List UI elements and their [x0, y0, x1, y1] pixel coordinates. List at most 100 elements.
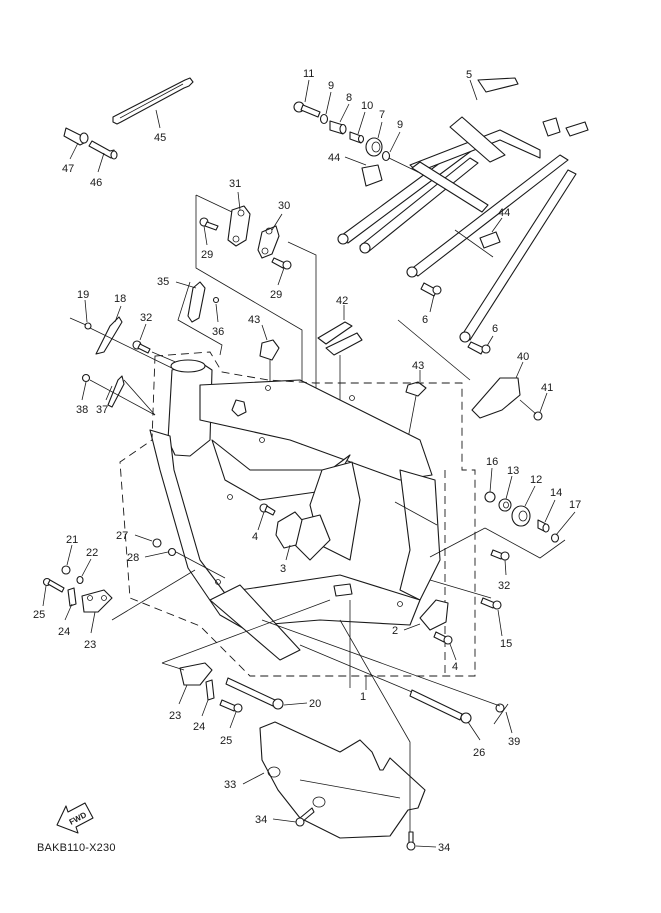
bolt-part-6a[interactable] — [420, 282, 442, 297]
adjuster-part-47[interactable] — [63, 127, 89, 146]
callout-43[interactable]: 43 — [248, 314, 260, 326]
bolt-part-6b[interactable] — [467, 341, 491, 355]
washer-part-17[interactable] — [550, 533, 560, 543]
callout-32[interactable]: 32 — [498, 580, 510, 592]
bolt-part-39[interactable] — [493, 703, 509, 725]
nut-part-21[interactable] — [61, 565, 71, 575]
callout-38[interactable]: 38 — [76, 404, 88, 416]
callout-2[interactable]: 2 — [392, 625, 398, 637]
bracket-part-23b[interactable] — [179, 662, 213, 686]
callout-25[interactable]: 25 — [33, 609, 45, 621]
clamp-part-18[interactable] — [95, 316, 123, 355]
callout-18[interactable]: 18 — [114, 293, 126, 305]
bolt-part-25b[interactable] — [219, 699, 243, 713]
cover-part-43a[interactable] — [259, 339, 280, 361]
callout-6[interactable]: 6 — [422, 314, 428, 326]
callout-40[interactable]: 40 — [517, 351, 529, 363]
rear-subframe-part-5[interactable] — [337, 77, 589, 343]
callout-20[interactable]: 20 — [309, 698, 321, 710]
callout-22[interactable]: 22 — [86, 547, 98, 559]
bolt-part-46[interactable] — [88, 140, 118, 160]
callout-19[interactable]: 19 — [77, 289, 89, 301]
bracket-part-31[interactable] — [227, 205, 251, 247]
callout-4[interactable]: 4 — [252, 531, 258, 543]
collar-part-8[interactable] — [329, 120, 347, 135]
clamp-part-44a[interactable] — [361, 164, 383, 187]
callout-7[interactable]: 7 — [379, 109, 385, 121]
guide-part-35[interactable] — [187, 281, 206, 323]
callout-15[interactable]: 15 — [500, 638, 512, 650]
bolt-part-26[interactable] — [409, 689, 472, 724]
callout-34[interactable]: 34 — [255, 814, 267, 826]
callout-29[interactable]: 29 — [201, 249, 213, 261]
callout-46[interactable]: 46 — [90, 177, 102, 189]
engine-mount-part-3[interactable] — [275, 511, 303, 549]
collar-part-10[interactable] — [349, 131, 365, 144]
callout-23[interactable]: 23 — [169, 710, 181, 722]
callout-29[interactable]: 29 — [270, 289, 282, 301]
cover-part-43b[interactable] — [405, 381, 427, 397]
callout-34[interactable]: 34 — [438, 842, 450, 854]
callout-8[interactable]: 8 — [346, 92, 352, 104]
callout-17[interactable]: 17 — [569, 499, 581, 511]
nut-part-16[interactable] — [484, 491, 496, 503]
callout-30[interactable]: 30 — [278, 200, 290, 212]
callout-21[interactable]: 21 — [66, 534, 78, 546]
clip-part-19[interactable] — [69, 317, 92, 330]
callout-32[interactable]: 32 — [140, 312, 152, 324]
callout-26[interactable]: 26 — [473, 747, 485, 759]
callout-4[interactable]: 4 — [452, 661, 458, 673]
bolt-part-32a[interactable] — [132, 340, 151, 354]
callout-6[interactable]: 6 — [492, 323, 498, 335]
washer-part-9b[interactable] — [381, 150, 391, 162]
callout-35[interactable]: 35 — [157, 276, 169, 288]
collar-part-14[interactable] — [537, 519, 550, 533]
bushing-part-12[interactable] — [511, 505, 531, 527]
callout-42[interactable]: 42 — [336, 295, 348, 307]
callout-1[interactable]: 1 — [360, 691, 366, 703]
bracket-part-37[interactable] — [107, 375, 125, 408]
bolt-part-11[interactable] — [293, 101, 321, 118]
bolt-part-4a[interactable] — [259, 503, 276, 516]
callout-39[interactable]: 39 — [508, 736, 520, 748]
engine-mount-part-2[interactable] — [419, 599, 449, 631]
bolt-part-34b[interactable] — [406, 831, 416, 851]
screw-part-36[interactable] — [212, 296, 220, 304]
callout-47[interactable]: 47 — [62, 163, 74, 175]
callout-25[interactable]: 25 — [220, 735, 232, 747]
callout-5[interactable]: 5 — [466, 69, 472, 81]
cover-part-40[interactable] — [471, 377, 521, 419]
callout-10[interactable]: 10 — [361, 100, 373, 112]
callout-44[interactable]: 44 — [498, 207, 510, 219]
callout-11[interactable]: 11 — [303, 68, 314, 80]
skid-plate-part-33[interactable] — [259, 721, 426, 839]
plate-part-24a[interactable] — [67, 587, 77, 607]
bolt-part-32b[interactable] — [490, 549, 510, 561]
bracket-part-30[interactable] — [257, 225, 280, 259]
callout-24[interactable]: 24 — [193, 721, 205, 733]
washer-part-28[interactable] — [167, 547, 177, 557]
bushing-part-7[interactable] — [365, 137, 383, 157]
callout-31[interactable]: 31 — [229, 178, 241, 190]
callout-27[interactable]: 27 — [116, 530, 128, 542]
main-frame-part-1[interactable] — [149, 359, 441, 661]
callout-9[interactable]: 9 — [397, 119, 403, 131]
callout-3[interactable]: 3 — [280, 563, 286, 575]
plate-part-24b[interactable] — [205, 679, 215, 701]
washer-part-9a[interactable] — [319, 113, 329, 125]
callout-9[interactable]: 9 — [328, 80, 334, 92]
washer-part-22[interactable] — [76, 575, 84, 585]
callout-14[interactable]: 14 — [550, 487, 562, 499]
spoke-wrench-part-45[interactable] — [112, 77, 194, 125]
callout-16[interactable]: 16 — [486, 456, 498, 468]
collar-part-13[interactable] — [498, 498, 512, 512]
bolt-part-15[interactable] — [480, 597, 502, 610]
callout-45[interactable]: 45 — [154, 132, 166, 144]
bolt-part-25a[interactable] — [42, 577, 65, 593]
bolt-part-29b[interactable] — [271, 257, 292, 270]
callout-24[interactable]: 24 — [58, 626, 70, 638]
bolt-part-20[interactable] — [225, 677, 284, 710]
callout-37[interactable]: 37 — [96, 404, 108, 416]
callout-12[interactable]: 12 — [530, 474, 542, 486]
callout-43[interactable]: 43 — [412, 360, 424, 372]
